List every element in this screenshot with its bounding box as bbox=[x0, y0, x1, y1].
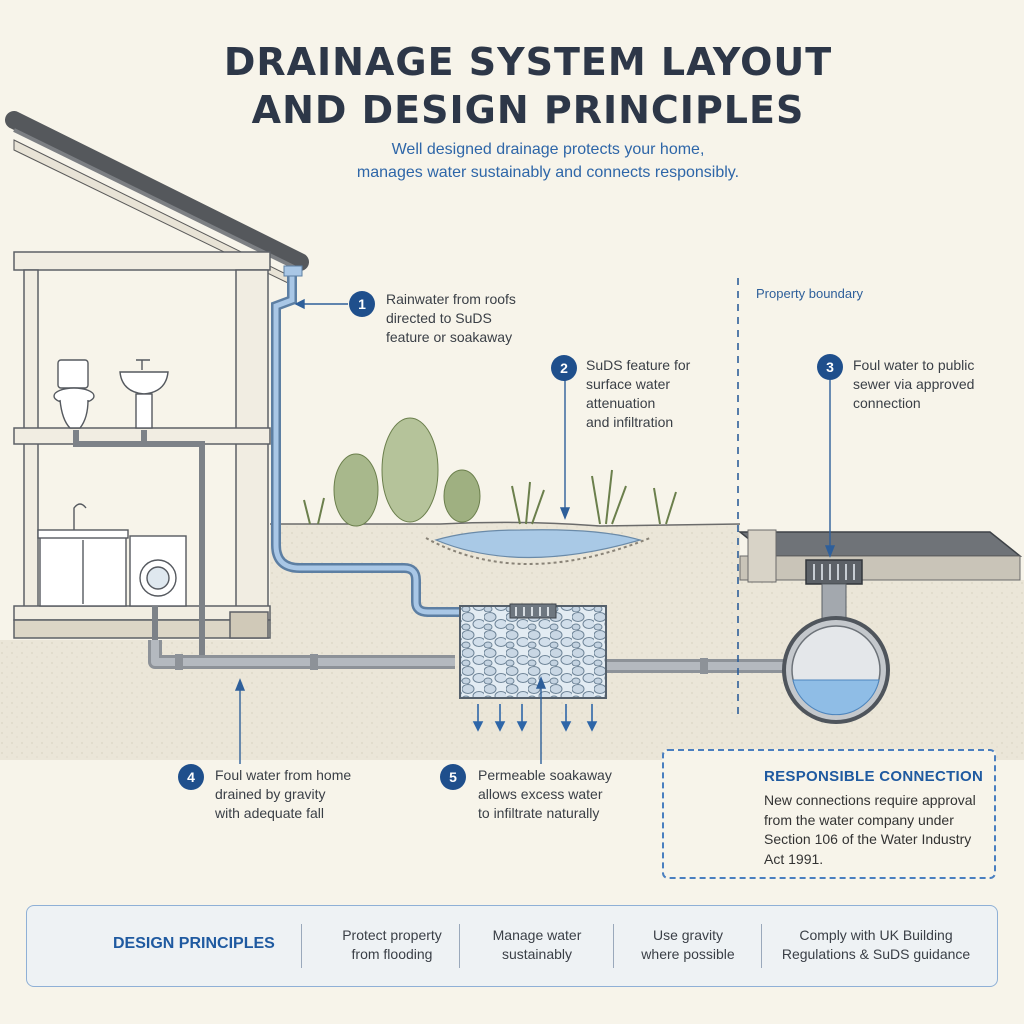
responsible-connection-line: from the water company under bbox=[764, 811, 954, 828]
rainwater-downpipe bbox=[271, 265, 468, 617]
callout-4-line: drained by gravity bbox=[215, 786, 326, 802]
principle-line: Manage water bbox=[492, 927, 582, 943]
page-title: DRAINAGE SYSTEM LAYOUT AND DESIGN PRINCI… bbox=[0, 38, 1024, 134]
callout-text-2: SuDS feature for surface water attenuati… bbox=[586, 356, 690, 432]
responsible-connection-title: RESPONSIBLE CONNECTION bbox=[764, 768, 984, 785]
callout-2-line: surface water bbox=[586, 376, 671, 392]
callout-text-4: Foul water from home drained by gravity … bbox=[215, 766, 351, 823]
principle-line: from flooding bbox=[351, 946, 433, 962]
callout-1-line: feature or soakaway bbox=[386, 329, 513, 345]
principle-item: Manage water sustainably bbox=[467, 926, 607, 964]
principle-line: sustainably bbox=[501, 946, 573, 962]
callout-badge-4: 4 bbox=[178, 764, 204, 790]
callout-1-line: directed to SuDS bbox=[386, 310, 492, 326]
callout-badge-1: 1 bbox=[349, 291, 375, 317]
page-subtitle: Well designed drainage protects your hom… bbox=[0, 138, 1024, 184]
suds-pond bbox=[425, 529, 651, 565]
principle-line: Protect property bbox=[342, 927, 442, 943]
kitchen-sink-unit bbox=[37, 503, 129, 607]
callout-2-line: SuDS feature for bbox=[586, 357, 691, 373]
principle-line: Comply with UK Building bbox=[799, 927, 953, 943]
road-paving bbox=[737, 529, 1023, 583]
callout-leaders bbox=[234, 298, 836, 764]
responsible-connection-line: Act 1991. bbox=[764, 850, 824, 867]
divider bbox=[761, 924, 762, 968]
principle-line: where possible bbox=[641, 946, 735, 962]
callout-4-line: with adequate fall bbox=[215, 805, 324, 821]
callout-text-5: Permeable soakaway allows excess water t… bbox=[478, 766, 612, 823]
callout-3-line: connection bbox=[853, 395, 921, 411]
responsible-connection-line: Section 106 of the Water Industry bbox=[764, 831, 972, 847]
responsible-connection-line: New connections require approval bbox=[764, 792, 976, 808]
title-line-1: DRAINAGE SYSTEM LAYOUT bbox=[223, 40, 833, 84]
foul-drain-pipe bbox=[148, 640, 790, 674]
callout-5-line: Permeable soakaway bbox=[478, 767, 612, 783]
callout-3-line: sewer via approved bbox=[853, 376, 975, 392]
divider bbox=[301, 924, 302, 968]
callout-text-3: Foul water to public sewer via approved … bbox=[853, 356, 974, 413]
washing-machine-icon bbox=[129, 535, 187, 607]
callout-1-line: Rainwater from roofs bbox=[386, 291, 516, 307]
callout-badge-5: 5 bbox=[440, 764, 466, 790]
subtitle-line-1: Well designed drainage protects your hom… bbox=[391, 141, 705, 158]
design-principles-bar: DESIGN PRINCIPLES Protect property from … bbox=[26, 905, 998, 987]
callout-2-line: attenuation bbox=[586, 395, 656, 411]
design-principles-title: DESIGN PRINCIPLES bbox=[113, 935, 275, 952]
callout-5-line: to infiltrate naturally bbox=[478, 805, 600, 821]
principle-line: Regulations & SuDS guidance bbox=[781, 946, 971, 962]
callout-3-line: Foul water to public bbox=[853, 357, 975, 373]
subtitle-line-2: manages water sustainably and connects r… bbox=[356, 164, 740, 181]
toilet-icon bbox=[53, 359, 95, 429]
title-line-2: AND DESIGN PRINCIPLES bbox=[251, 88, 805, 132]
principle-line: Use gravity bbox=[652, 927, 724, 943]
principle-item: Comply with UK Building Regulations & Su… bbox=[769, 926, 983, 964]
basin-icon bbox=[119, 359, 169, 429]
responsible-connection-box: RESPONSIBLE CONNECTION New connections r… bbox=[662, 749, 996, 879]
callout-badge-3: 3 bbox=[817, 354, 843, 380]
suds-planting bbox=[303, 417, 677, 527]
callout-5-line: allows excess water bbox=[478, 786, 603, 802]
callout-2-line: and infiltration bbox=[586, 414, 674, 430]
divider bbox=[459, 924, 460, 968]
divider bbox=[613, 924, 614, 968]
callout-badge-2: 2 bbox=[551, 355, 577, 381]
soakaway-crate bbox=[459, 603, 607, 699]
house-roof bbox=[5, 111, 309, 285]
principle-item: Use gravity where possible bbox=[623, 926, 753, 964]
principle-item: Protect property from flooding bbox=[317, 926, 467, 964]
responsible-connection-body: New connections require approval from th… bbox=[764, 791, 976, 869]
property-boundary-label: Property boundary bbox=[756, 286, 863, 301]
callout-4-line: Foul water from home bbox=[215, 767, 352, 783]
callout-text-1: Rainwater from roofs directed to SuDS fe… bbox=[386, 290, 516, 347]
infiltration-arrows bbox=[472, 704, 598, 732]
public-sewer bbox=[782, 616, 890, 724]
